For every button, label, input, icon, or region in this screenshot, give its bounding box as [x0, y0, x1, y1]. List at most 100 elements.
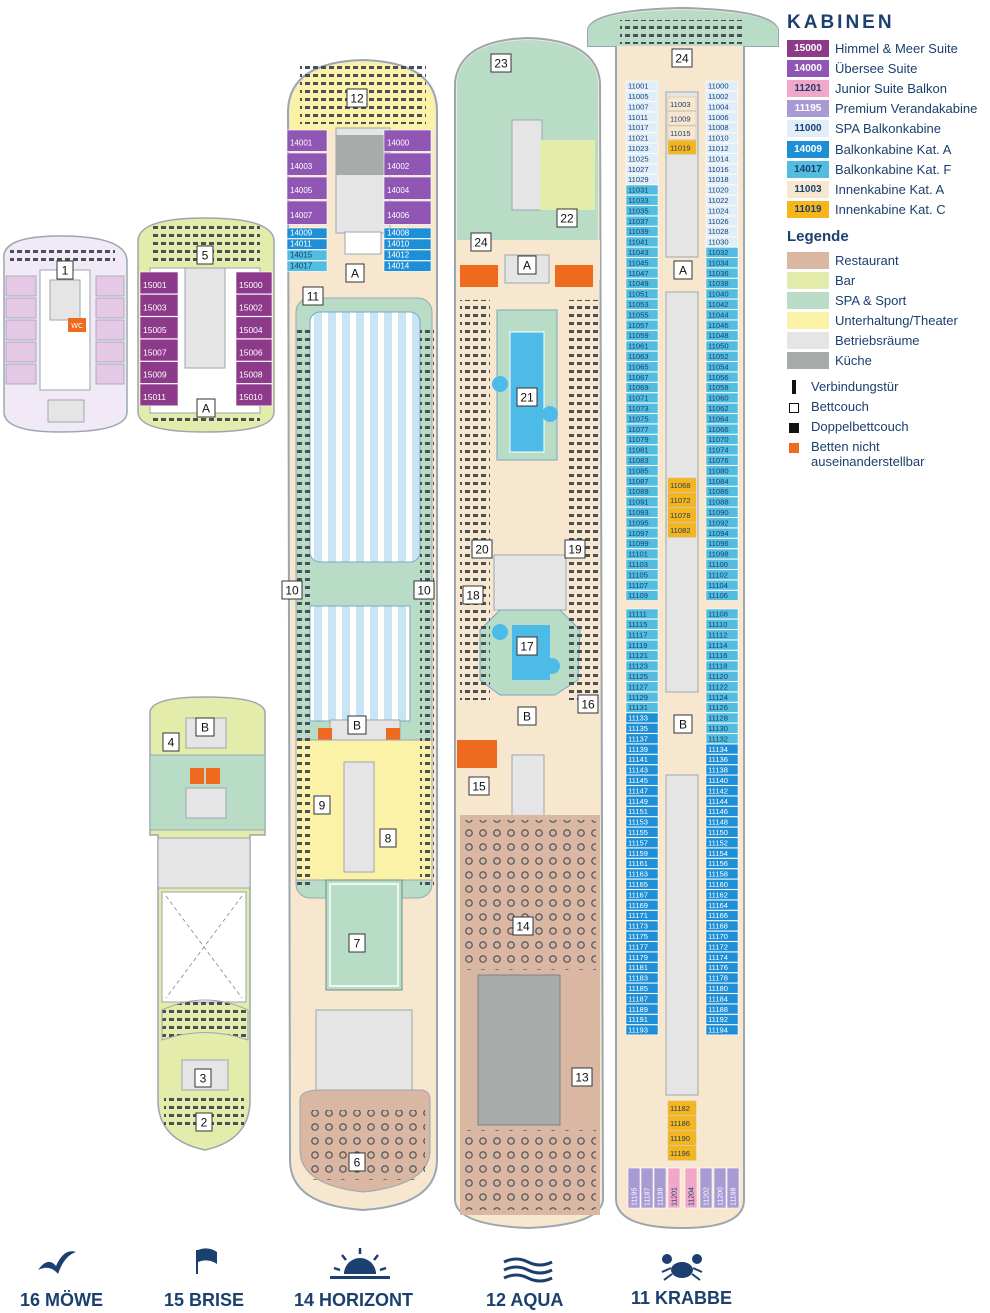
cabin-11164[interactable]: [705, 899, 739, 911]
cabin-11096[interactable]: [705, 538, 739, 549]
cabin-14000[interactable]: [383, 129, 432, 152]
cabin-11120[interactable]: [705, 671, 739, 682]
area-marker-14[interactable]: [512, 916, 534, 936]
cabin-11093[interactable]: [625, 507, 659, 518]
cabin-11069[interactable]: [625, 382, 659, 393]
cabin-14017[interactable]: [286, 260, 328, 272]
cabin-11007[interactable]: [625, 101, 659, 112]
area-marker-10[interactable]: [413, 580, 435, 600]
cabin-11149[interactable]: [625, 795, 659, 807]
staircase-A[interactable]: [196, 398, 216, 418]
cabin-11081[interactable]: [625, 444, 659, 456]
cabin-11008[interactable]: [705, 122, 739, 133]
cabin-11102[interactable]: [705, 569, 739, 580]
deck-name-15[interactable]: 15 BRISE: [164, 1290, 245, 1310]
cabin-11101[interactable]: [625, 548, 659, 560]
cabin-11161[interactable]: [625, 858, 659, 869]
cabin-11035[interactable]: [625, 205, 659, 216]
cabin-11091[interactable]: [625, 496, 659, 508]
cabin-11095[interactable]: [625, 517, 659, 528]
cabin-11004[interactable]: [705, 101, 739, 112]
cabin-11098[interactable]: [705, 548, 739, 560]
cabin-11178[interactable]: [705, 972, 739, 984]
cabin-11124[interactable]: [705, 691, 739, 703]
area-marker-22[interactable]: [556, 208, 578, 228]
area-marker-16[interactable]: [577, 694, 599, 714]
area-marker-23[interactable]: [490, 53, 512, 73]
area-marker-8[interactable]: [379, 828, 397, 848]
cabin-11198[interactable]: [726, 1167, 740, 1209]
cabin-11180[interactable]: [705, 983, 739, 994]
cabin-11200[interactable]: [713, 1167, 727, 1209]
cabin-14002[interactable]: [383, 152, 432, 176]
cabin-11177[interactable]: [625, 941, 659, 952]
cabin-14008[interactable]: [383, 227, 432, 239]
cabin-11062[interactable]: [705, 403, 739, 414]
cabin-11176[interactable]: [705, 962, 739, 973]
cabin-11129[interactable]: [625, 691, 659, 703]
cabin-11016[interactable]: [705, 163, 739, 175]
cabin-11079[interactable]: [625, 434, 659, 445]
cabin-11117[interactable]: [625, 629, 659, 640]
cabin-11190[interactable]: [667, 1130, 697, 1146]
area-marker-6[interactable]: [348, 1152, 366, 1172]
cabin-11187[interactable]: [625, 993, 659, 1004]
cabin-11104[interactable]: [705, 579, 739, 591]
cabin-14011[interactable]: [286, 238, 328, 250]
cabin-11082[interactable]: [667, 522, 697, 538]
cabin-11122[interactable]: [705, 681, 739, 692]
cabin-11076[interactable]: [705, 455, 739, 466]
cabin-11018[interactable]: [705, 174, 739, 185]
cabin-11051[interactable]: [625, 288, 659, 300]
cabin-11072[interactable]: [667, 492, 697, 508]
cabin-11024[interactable]: [705, 205, 739, 216]
cabin-11014[interactable]: [705, 153, 739, 164]
cabin-11054[interactable]: [705, 361, 739, 372]
cabin-11128[interactable]: [705, 712, 739, 724]
cabin-15008[interactable]: [235, 361, 273, 384]
cabin-15011[interactable]: [139, 383, 179, 407]
cabin-11056[interactable]: [705, 371, 739, 383]
cabin-11026[interactable]: [705, 215, 739, 227]
cabin-11068[interactable]: [667, 477, 697, 493]
cabin-11045[interactable]: [625, 257, 659, 268]
cabin-15009[interactable]: [139, 361, 179, 384]
cabin-11066[interactable]: [705, 423, 739, 435]
cabin-11106[interactable]: [705, 590, 739, 601]
cabin-11021[interactable]: [625, 132, 659, 144]
cabin-11071[interactable]: [625, 392, 659, 404]
cabin-11166[interactable]: [705, 910, 739, 921]
cabin-11025[interactable]: [625, 153, 659, 164]
cabin-11070[interactable]: [705, 434, 739, 445]
cabin-11006[interactable]: [705, 111, 739, 123]
cabin-11075[interactable]: [625, 413, 659, 424]
cabin-11059[interactable]: [625, 330, 659, 341]
cabin-11156[interactable]: [705, 858, 739, 869]
cabin-14007[interactable]: [286, 200, 328, 225]
cabin-15001[interactable]: [139, 271, 179, 295]
cabin-11001[interactable]: [625, 80, 659, 92]
cabin-11112[interactable]: [705, 629, 739, 640]
staircase-B[interactable]: [195, 717, 215, 737]
cabin-11142[interactable]: [705, 785, 739, 796]
cabin-11125[interactable]: [625, 671, 659, 682]
cabin-14003[interactable]: [286, 152, 328, 176]
cabin-11061[interactable]: [625, 340, 659, 352]
cabin-15006[interactable]: [235, 338, 273, 362]
area-marker-2[interactable]: [195, 1112, 213, 1132]
cabin-11191[interactable]: [625, 1014, 659, 1025]
cabin-11139[interactable]: [625, 743, 659, 755]
cabin-15003[interactable]: [139, 294, 179, 317]
cabin-11103[interactable]: [625, 559, 659, 570]
cabin-11158[interactable]: [705, 868, 739, 880]
cabin-11097[interactable]: [625, 527, 659, 539]
cabin-11088[interactable]: [705, 496, 739, 508]
cabin-11174[interactable]: [705, 951, 739, 963]
area-marker-24[interactable]: [470, 232, 492, 252]
cabin-11019[interactable]: [667, 140, 697, 155]
cabin-11042[interactable]: [705, 299, 739, 310]
cabin-11087[interactable]: [625, 475, 659, 487]
staircase-A[interactable]: [673, 260, 693, 280]
cabin-11171[interactable]: [625, 910, 659, 921]
cabin-15004[interactable]: [235, 316, 273, 339]
